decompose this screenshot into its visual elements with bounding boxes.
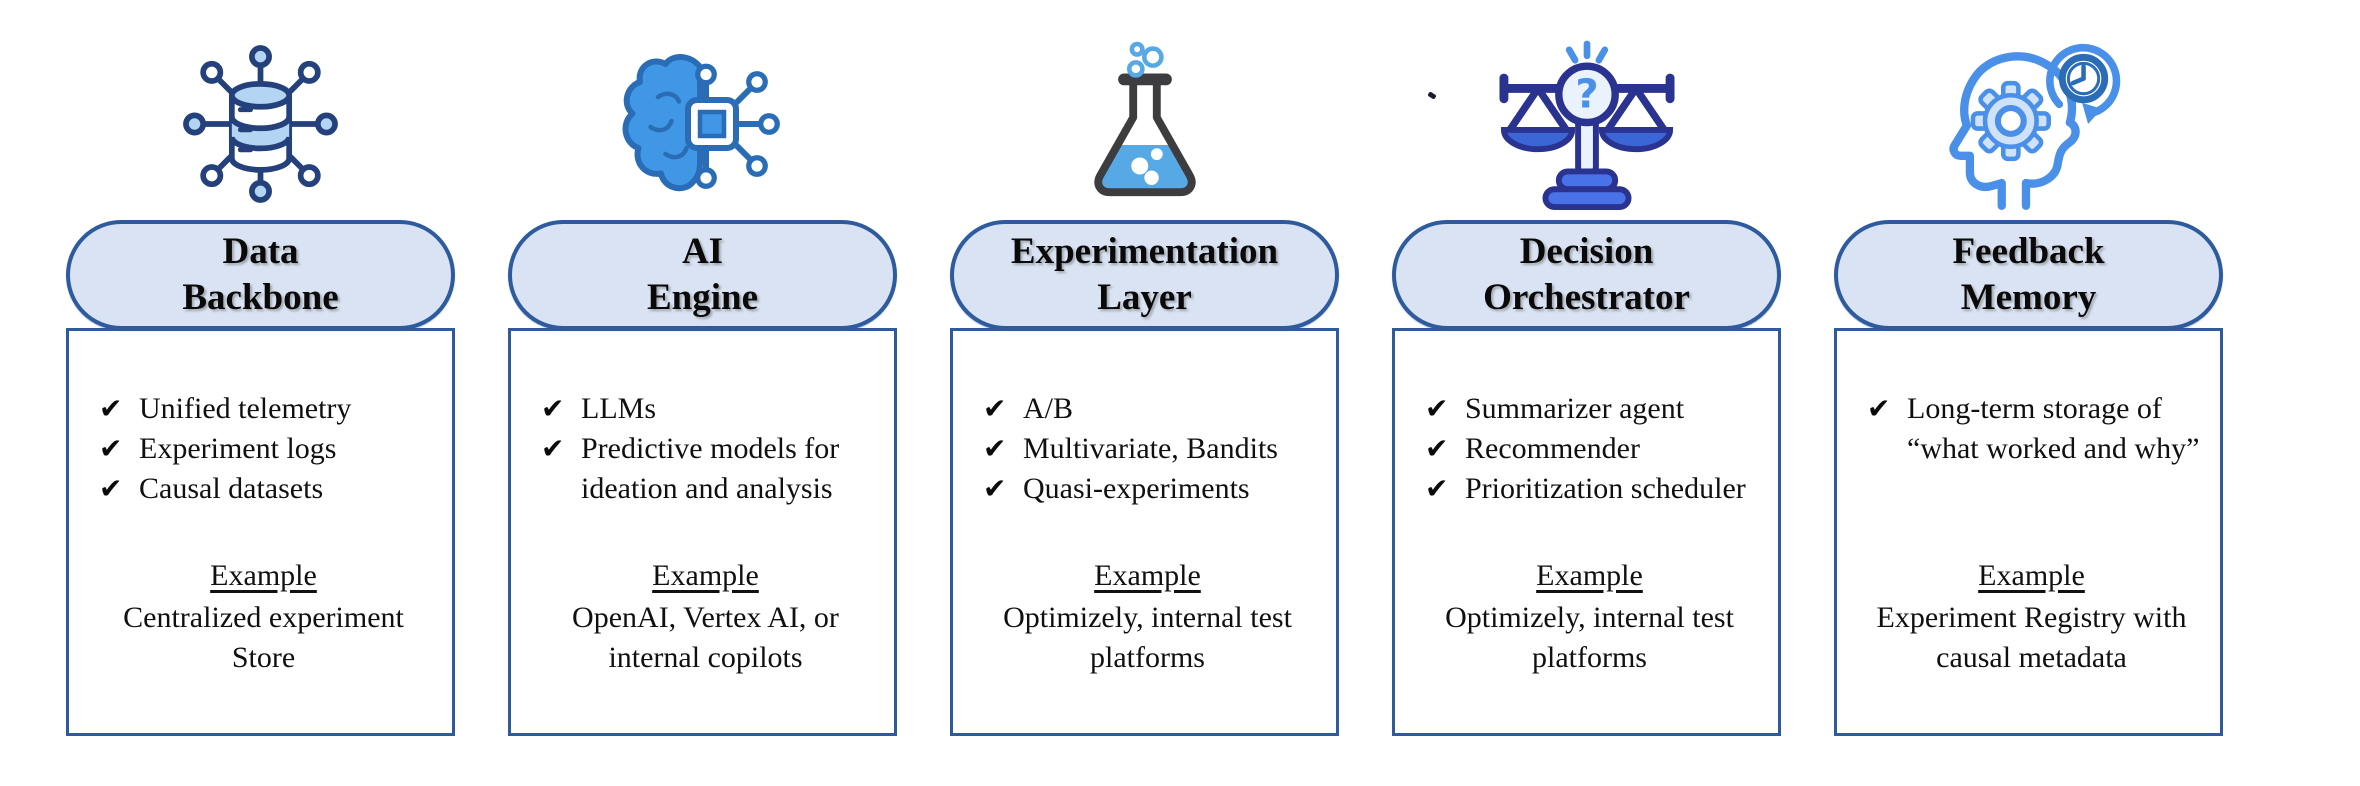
item-text: A/B [1023, 392, 1074, 425]
example-line: OpenAI, Vertex AI, or [572, 601, 839, 634]
example-line: causal metadata [1936, 641, 2127, 674]
column-experimentation-layer: Experimentation Layer ✔ A/B ✔ Multivaria… [950, 28, 1339, 736]
list-item: ✔ Summarizer agent [1425, 389, 1758, 429]
database-network-icon [183, 45, 338, 203]
feature-list: ✔ Long-term storage of “what worked and … [1867, 389, 2200, 556]
icon-area: ? [1392, 28, 1781, 220]
example-label: Example [1536, 559, 1643, 592]
flask-icon [1093, 41, 1196, 197]
example-block: Example Centralized experiment Store [99, 556, 432, 678]
feature-list: ✔ Summarizer agent ✔ Recommender ✔ Prior… [1425, 389, 1758, 556]
list-item: ✔ Recommender [1425, 429, 1758, 469]
list-item: ✔ Experiment logs [99, 429, 432, 469]
feature-list: ✔ Unified telemetry ✔ Experiment logs ✔ … [99, 389, 432, 556]
ai-brain-chip-icon [622, 54, 780, 192]
check-icon: ✔ [99, 392, 123, 425]
list-item: ✔ LLMs [541, 389, 874, 429]
detail-box: ✔ LLMs ✔ Predictive models for ideation … [508, 328, 897, 736]
column-decision-orchestrator: ? Decision Orchestrator ✔ Summarizer age… [1392, 28, 1781, 736]
example-line: Store [231, 641, 296, 674]
icon-area [66, 28, 455, 220]
column-ai-engine: AI Engine ✔ LLMs ✔ Predictive models for… [508, 28, 897, 736]
detail-box: ✔ A/B ✔ Multivariate, Bandits ✔ Quasi-ex… [950, 328, 1339, 736]
decision-scales-icon: ? [1498, 40, 1675, 211]
list-item: ✔ Prioritization scheduler [1425, 469, 1758, 509]
example-block: Example OpenAI, Vertex AI, or internal c… [541, 556, 874, 678]
example-line: platforms [1090, 641, 1205, 674]
icon-area [1834, 28, 2223, 220]
stage-pill: Data Backbone [66, 220, 455, 330]
check-icon: ✔ [541, 392, 565, 425]
example-label: Example [1094, 559, 1201, 592]
feature-list: ✔ A/B ✔ Multivariate, Bandits ✔ Quasi-ex… [983, 389, 1316, 556]
stage-title-line: Orchestrator [1483, 277, 1690, 318]
item-text: Summarizer agent [1465, 392, 1685, 425]
column-feedback-memory: Feedback Memory ✔ Long-term storage of “… [1834, 28, 2223, 736]
example-line: internal copilots [608, 641, 803, 674]
stage-title-line: Decision [1519, 231, 1654, 272]
item-text: Predictive models for ideation and analy… [581, 432, 840, 505]
example-line: Optimizely, internal test [1445, 601, 1734, 634]
list-item: ✔ A/B [983, 389, 1316, 429]
detail-box: ✔ Summarizer agent ✔ Recommender ✔ Prior… [1392, 328, 1781, 736]
list-item: ✔ Predictive models for ideation and ana… [541, 429, 874, 509]
item-text: Causal datasets [139, 472, 324, 505]
stage-title-line: Experimentation [1010, 231, 1279, 272]
item-text: Prioritization scheduler [1465, 472, 1746, 505]
example-label: Example [210, 559, 317, 592]
columns-row: Data Backbone ✔ Unified telemetry ✔ Expe… [66, 28, 2223, 736]
example-line: Experiment Registry with [1876, 601, 2187, 634]
list-item: ✔ Quasi-experiments [983, 469, 1316, 509]
check-icon: ✔ [99, 432, 123, 465]
example-block: Example Optimizely, internal test platfo… [983, 556, 1316, 678]
feature-list: ✔ LLMs ✔ Predictive models for ideation … [541, 389, 874, 556]
item-text: Long-term storage of “what worked and wh… [1907, 392, 2200, 465]
detail-box: ✔ Unified telemetry ✔ Experiment logs ✔ … [66, 328, 455, 736]
item-text: LLMs [581, 392, 656, 425]
example-label: Example [652, 559, 759, 592]
check-icon: ✔ [1867, 392, 1891, 425]
example-line: Centralized experiment [123, 601, 404, 634]
list-item: ✔ Unified telemetry [99, 389, 432, 429]
item-text: Quasi-experiments [1023, 472, 1250, 505]
check-icon: ✔ [983, 472, 1007, 505]
icon-area [508, 28, 897, 220]
list-item: ✔ Long-term storage of “what worked and … [1867, 389, 2200, 469]
stage-pill: Experimentation Layer [950, 220, 1339, 330]
item-text: Recommender [1465, 432, 1640, 465]
example-line: Optimizely, internal test [1003, 601, 1292, 634]
stage-title-line: AI [681, 231, 724, 272]
list-item: ✔ Causal datasets [99, 469, 432, 509]
check-icon: ✔ [983, 392, 1007, 425]
item-text: Multivariate, Bandits [1023, 432, 1278, 465]
icon-area [950, 28, 1339, 220]
item-text: Experiment logs [139, 432, 337, 465]
example-label: Example [1978, 559, 2085, 592]
column-data-backbone: Data Backbone ✔ Unified telemetry ✔ Expe… [66, 28, 455, 736]
stage-title-line: Backbone [182, 277, 339, 318]
stage-title-line: Feedback [1952, 231, 2105, 272]
check-icon: ✔ [1425, 472, 1449, 505]
stage-title-line: Engine [646, 277, 759, 318]
stage-title-line: Data [222, 231, 299, 272]
detail-box: ✔ Long-term storage of “what worked and … [1834, 328, 2223, 736]
example-line: platforms [1532, 641, 1647, 674]
item-text: Unified telemetry [139, 392, 352, 425]
svg-text:?: ? [1575, 72, 1598, 118]
check-icon: ✔ [541, 432, 565, 465]
check-icon: ✔ [983, 432, 1007, 465]
check-icon: ✔ [99, 472, 123, 505]
stage-pill: Feedback Memory [1834, 220, 2223, 330]
stage-pill: AI Engine [508, 220, 897, 330]
check-icon: ✔ [1425, 432, 1449, 465]
memory-head-gear-icon [1948, 43, 2120, 210]
stage-title-line: Memory [1960, 277, 2097, 318]
example-block: Example Optimizely, internal test platfo… [1425, 556, 1758, 678]
list-item: ✔ Multivariate, Bandits [983, 429, 1316, 469]
check-icon: ✔ [1425, 392, 1449, 425]
example-block: Example Experiment Registry with causal … [1867, 556, 2200, 678]
stage-pill: Decision Orchestrator [1392, 220, 1781, 330]
stage-title-line: Layer [1097, 277, 1192, 318]
